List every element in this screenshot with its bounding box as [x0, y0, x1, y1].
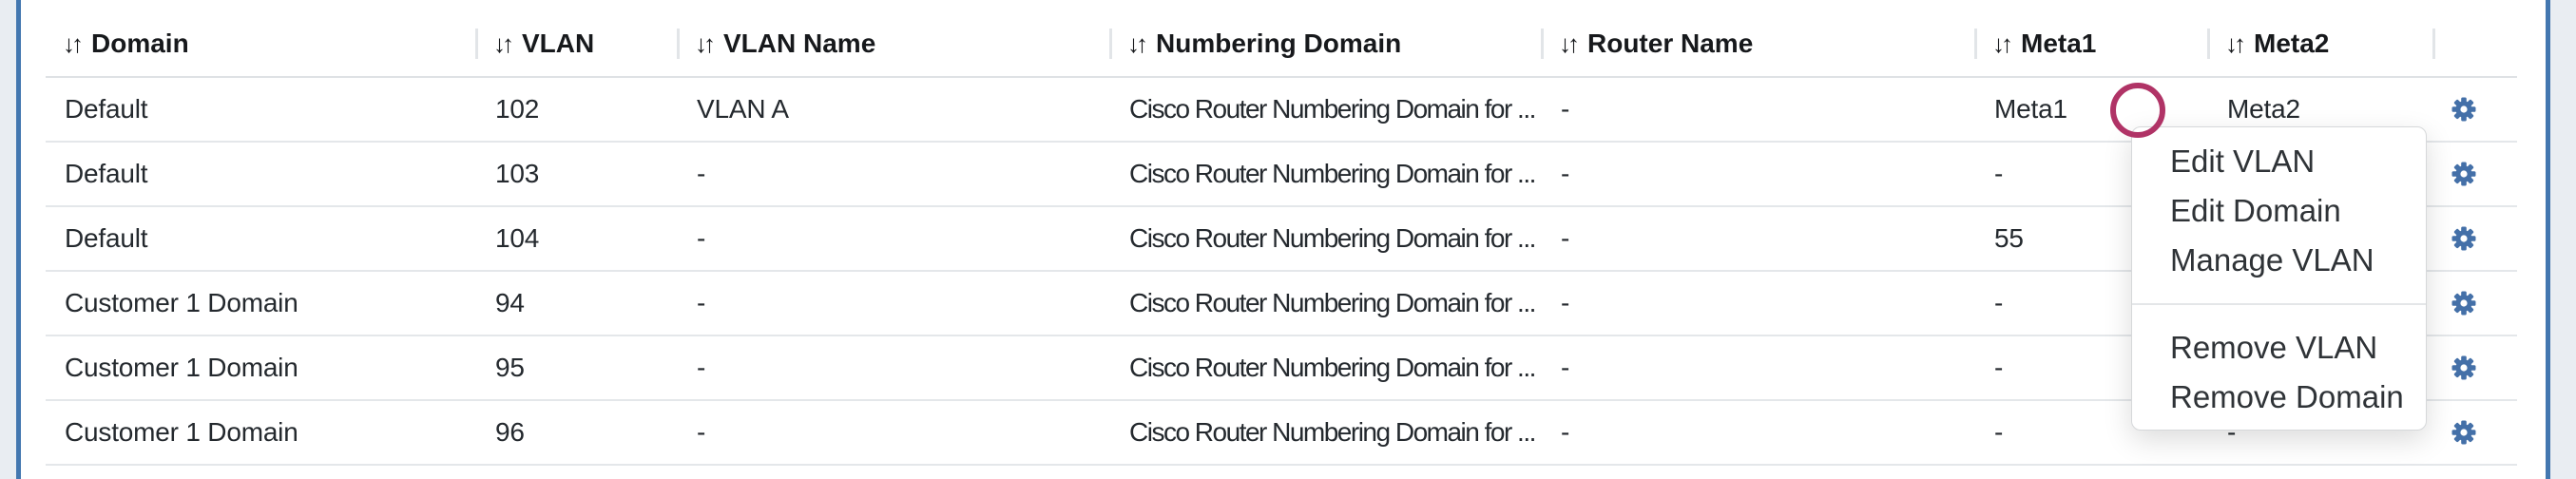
sort-icon: ↓↑	[2225, 29, 2246, 58]
column-header-label: VLAN	[522, 29, 595, 58]
cell-meta2: -	[2227, 417, 2237, 447]
cell-meta1: -	[1994, 353, 2004, 382]
column-header-label: Numbering Domain	[1156, 29, 1402, 58]
menu-item-edit-vlan[interactable]: Edit VLAN	[2170, 144, 2316, 179]
vlan-table-header: ↓↑ Domain ↓↑ VLAN ↓↑ VLAN Name ↓↑ Number…	[46, 0, 2517, 78]
cell-router-name: -	[1561, 159, 1570, 188]
cell-router-name: -	[1561, 223, 1570, 253]
cell-router-name: -	[1561, 288, 1570, 317]
cell-actions	[2433, 96, 2517, 123]
cell-domain: Customer 1 Domain	[65, 353, 298, 382]
cell-actions	[2433, 354, 2517, 381]
column-header-vlan-name[interactable]: ↓↑ VLAN Name	[678, 29, 1110, 59]
cell-meta1: -	[1994, 159, 2004, 188]
cell-actions	[2433, 225, 2517, 252]
table-row: Customer 1 Domain 94 - Cisco Router Numb…	[46, 272, 2517, 336]
panel-border-left	[16, 0, 21, 479]
cell-vlan: 95	[495, 353, 525, 382]
menu-divider	[2132, 303, 2426, 305]
cell-meta1: -	[1994, 288, 2004, 317]
page-background-strip-left	[0, 0, 16, 479]
menu-item-remove-domain[interactable]: Remove Domain	[2170, 379, 2404, 414]
cell-vlan: 104	[495, 223, 540, 253]
gear-icon	[2451, 355, 2476, 380]
cell-router-name: -	[1561, 353, 1570, 382]
column-header-numbering-domain[interactable]: ↓↑ Numbering Domain	[1110, 29, 1542, 59]
table-row: Default 102 VLAN A Cisco Router Numberin…	[46, 78, 2517, 143]
row-actions-button[interactable]	[2451, 290, 2477, 316]
page-background-strip-right	[2550, 0, 2576, 479]
cell-vlan-name: -	[697, 417, 706, 447]
cell-meta1: -	[1994, 417, 2004, 447]
vlan-table: ↓↑ Domain ↓↑ VLAN ↓↑ VLAN Name ↓↑ Number…	[46, 0, 2517, 466]
cell-domain: Default	[65, 94, 148, 124]
vlan-table-body: Default 102 VLAN A Cisco Router Numberin…	[46, 78, 2517, 466]
row-actions-button[interactable]	[2451, 96, 2477, 123]
menu-item-remove-vlan[interactable]: Remove VLAN	[2170, 330, 2378, 365]
cell-actions	[2433, 290, 2517, 316]
row-actions-menu: Edit VLAN Edit Domain Manage VLAN Remove…	[2131, 126, 2427, 431]
menu-item-edit-domain[interactable]: Edit Domain	[2170, 193, 2341, 228]
column-header-domain[interactable]: ↓↑ Domain	[46, 29, 476, 59]
column-header-vlan[interactable]: ↓↑ VLAN	[476, 29, 678, 59]
cell-numbering-domain: Cisco Router Numbering Domain for ...	[1129, 288, 1536, 317]
table-row: Default 103 - Cisco Router Numbering Dom…	[46, 143, 2517, 207]
table-row: Customer 1 Domain 96 - Cisco Router Numb…	[46, 401, 2517, 466]
cell-vlan-name: -	[697, 223, 706, 253]
column-header-meta2[interactable]: ↓↑ Meta2	[2208, 29, 2433, 59]
column-header-router-name[interactable]: ↓↑ Router Name	[1542, 29, 1975, 59]
row-actions-button[interactable]	[2451, 225, 2477, 252]
cell-actions	[2433, 161, 2517, 187]
gear-icon	[2451, 226, 2476, 251]
cell-domain: Customer 1 Domain	[65, 417, 298, 447]
sort-icon: ↓↑	[63, 29, 84, 58]
cell-vlan: 103	[495, 159, 540, 188]
row-actions-button[interactable]	[2451, 419, 2477, 446]
cell-vlan-name: -	[697, 353, 706, 382]
cell-domain: Default	[65, 159, 148, 188]
cell-numbering-domain: Cisco Router Numbering Domain for ...	[1129, 417, 1536, 447]
gear-icon	[2451, 97, 2476, 122]
column-header-label: Meta2	[2254, 29, 2330, 58]
cell-router-name: -	[1561, 417, 1570, 447]
cell-vlan-name: VLAN A	[697, 94, 789, 124]
panel-border-right	[2546, 0, 2550, 479]
gear-icon	[2451, 162, 2476, 186]
cell-numbering-domain: Cisco Router Numbering Domain for ...	[1129, 223, 1536, 253]
cell-vlan-name: -	[697, 159, 706, 188]
cell-domain: Customer 1 Domain	[65, 288, 298, 317]
cell-vlan: 102	[495, 94, 540, 124]
table-row: Default 104 - Cisco Router Numbering Dom…	[46, 207, 2517, 272]
sort-icon: ↓↑	[1992, 29, 2013, 58]
column-header-label: VLAN Name	[723, 29, 876, 58]
gear-icon	[2451, 291, 2476, 316]
cell-domain: Default	[65, 223, 148, 253]
cell-router-name: -	[1561, 94, 1570, 124]
gear-icon	[2451, 420, 2476, 445]
column-header-label: Domain	[91, 29, 189, 58]
table-row: Customer 1 Domain 95 - Cisco Router Numb…	[46, 336, 2517, 401]
menu-item-manage-vlan[interactable]: Manage VLAN	[2170, 242, 2374, 278]
cell-numbering-domain: Cisco Router Numbering Domain for ...	[1129, 94, 1536, 124]
sort-icon: ↓↑	[695, 29, 716, 58]
row-actions-button[interactable]	[2451, 354, 2477, 381]
cell-vlan: 94	[495, 288, 525, 317]
cell-meta1: 55	[1994, 223, 2024, 253]
cell-actions	[2433, 419, 2517, 446]
sort-icon: ↓↑	[1127, 29, 1148, 58]
cell-meta1: Meta1	[1994, 94, 2067, 124]
column-header-label: Router Name	[1587, 29, 1754, 58]
cell-numbering-domain: Cisco Router Numbering Domain for ...	[1129, 353, 1536, 382]
row-actions-button[interactable]	[2451, 161, 2477, 187]
column-header-label: Meta1	[2021, 29, 2097, 58]
column-header-meta1[interactable]: ↓↑ Meta1	[1975, 29, 2208, 59]
sort-icon: ↓↑	[493, 29, 514, 58]
cell-vlan: 96	[495, 417, 525, 447]
cell-meta2: Meta2	[2227, 94, 2300, 124]
cell-numbering-domain: Cisco Router Numbering Domain for ...	[1129, 159, 1536, 188]
cell-vlan-name: -	[697, 288, 706, 317]
sort-icon: ↓↑	[1559, 29, 1580, 58]
